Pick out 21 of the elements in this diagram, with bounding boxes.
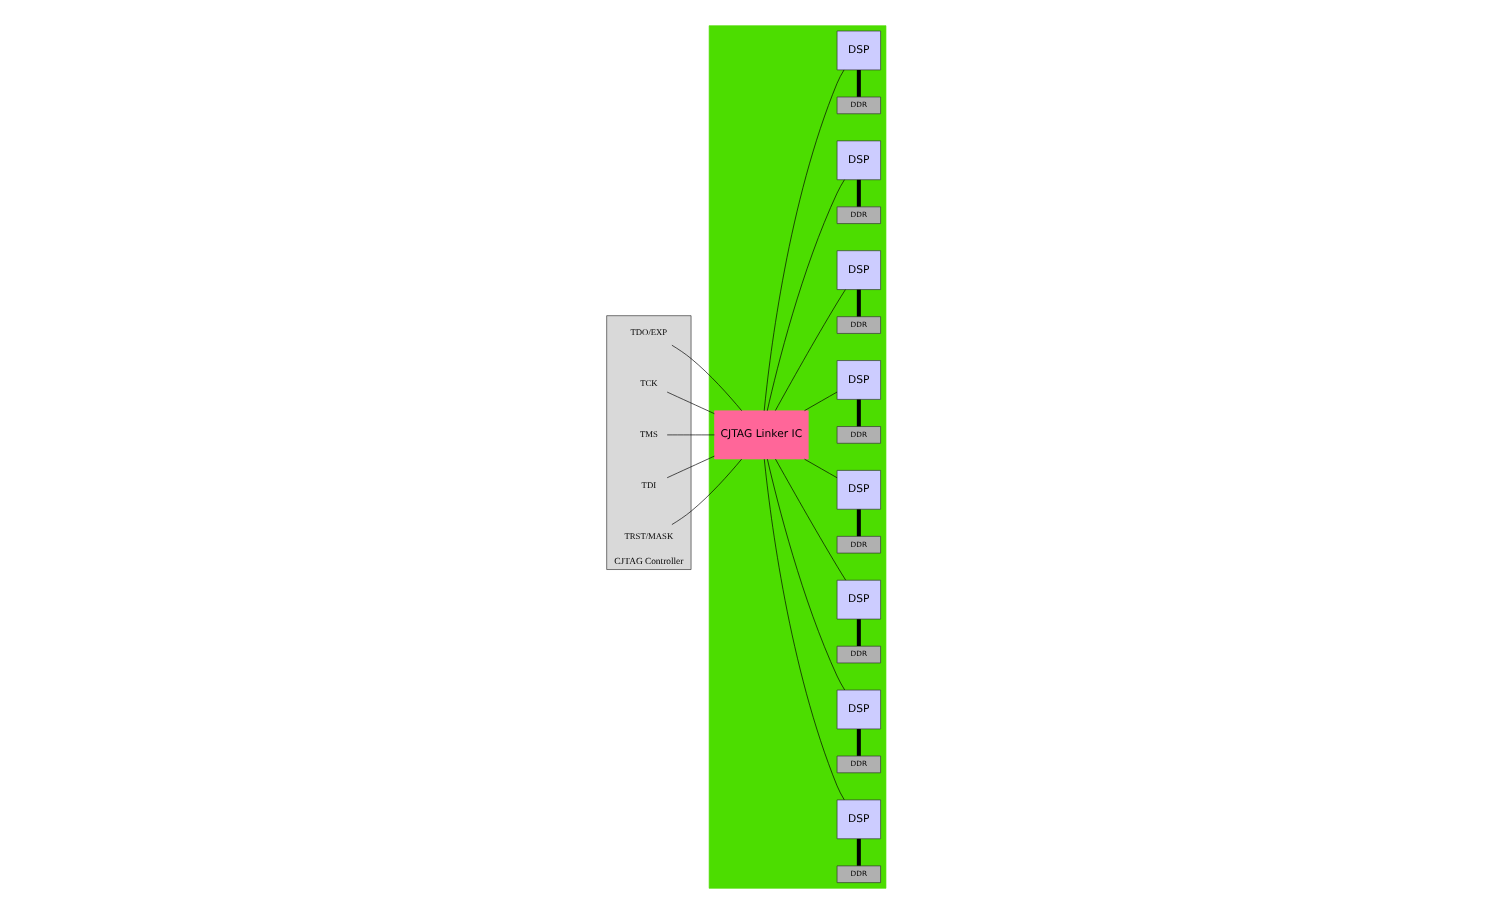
connector [855,70,860,97]
connector [855,729,860,756]
connector [855,838,860,866]
connector [665,391,714,415]
connector [855,289,860,317]
connector [762,69,844,412]
connector [670,344,742,412]
connector [855,179,860,207]
connector [774,289,845,411]
connector [765,179,844,412]
connector [855,619,860,646]
connector [855,399,860,427]
connector [766,458,844,691]
connector [855,509,860,537]
connector [762,458,844,801]
connector [774,458,845,581]
connector [665,455,714,479]
connector [803,391,837,411]
connector [670,458,742,525]
cluster [707,25,886,889]
connector [803,458,837,479]
